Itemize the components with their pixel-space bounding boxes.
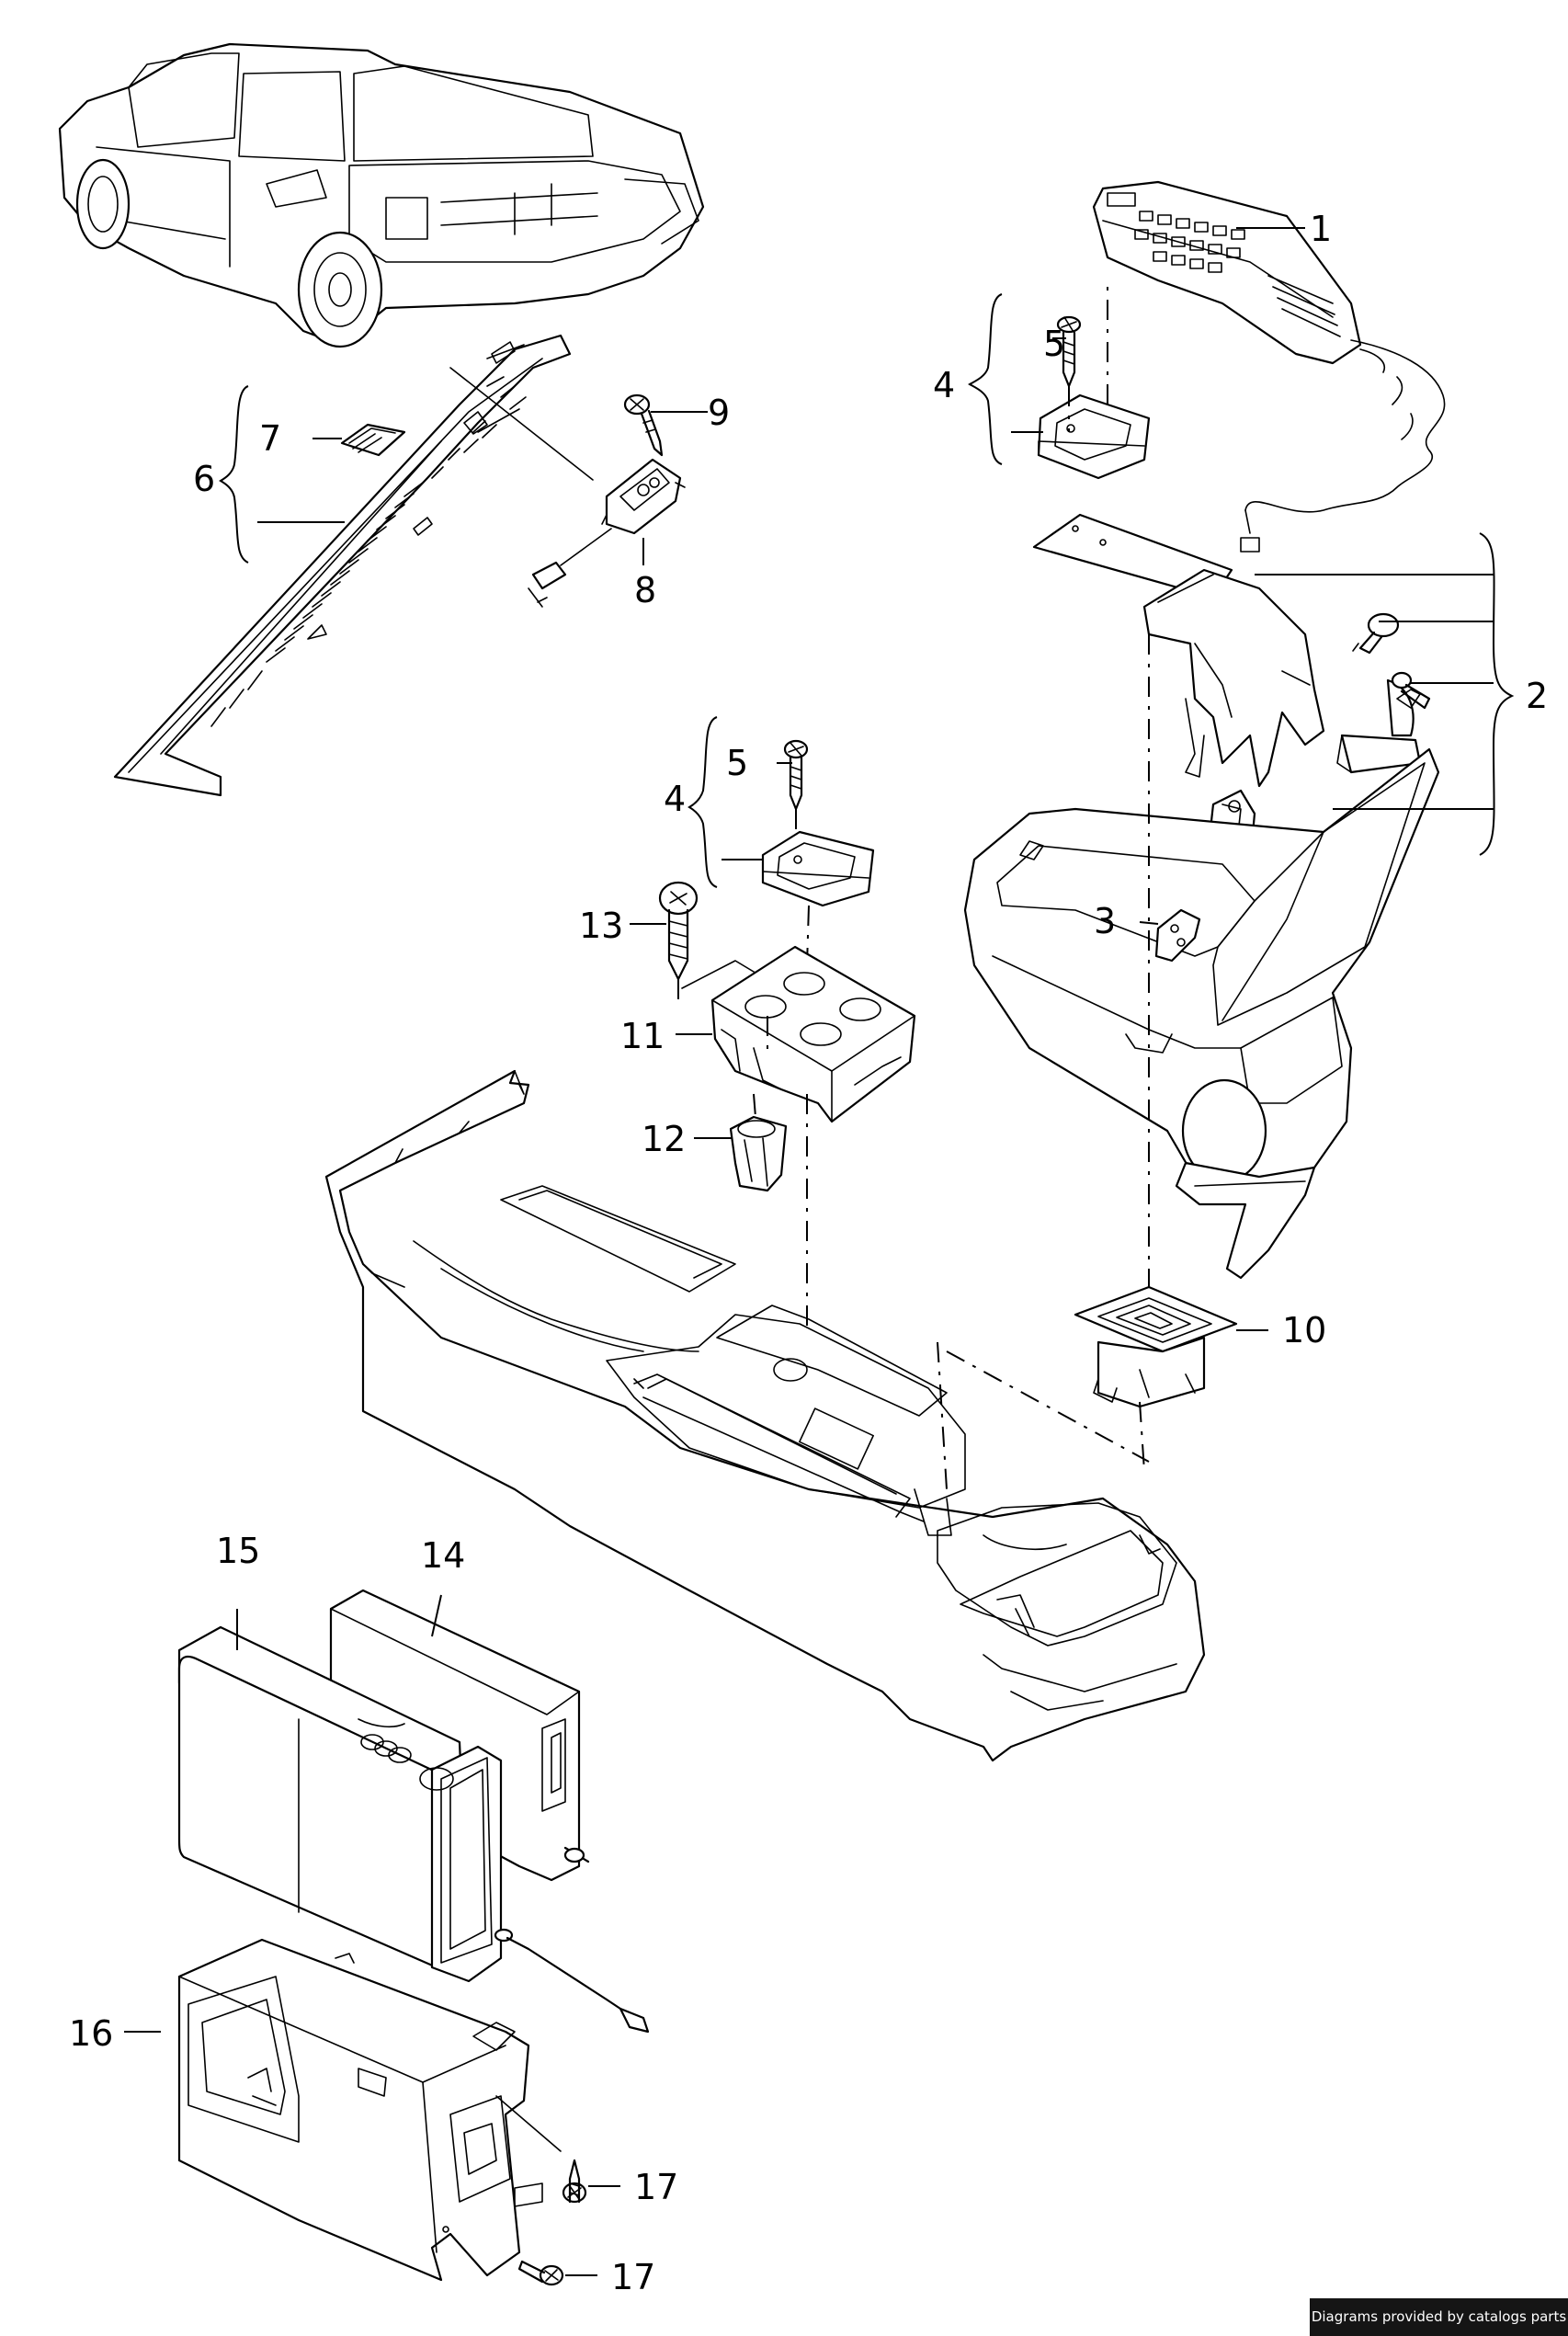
- callout-16: 16: [69, 2013, 113, 2054]
- callout-7: 7: [259, 418, 281, 459]
- callout-8: 8: [634, 570, 656, 610]
- guide-line-13: [681, 960, 759, 989]
- callout-15: 15: [216, 1531, 260, 1571]
- axis-console-2: [946, 1350, 1150, 1463]
- bracket-part-4-upper: [1037, 393, 1151, 480]
- handset-part-1: [1092, 180, 1446, 553]
- bracket-part-4-middle: [761, 830, 875, 966]
- car-illustration: [58, 42, 705, 348]
- cover-part-7: [340, 423, 406, 457]
- clip-part-3: [1154, 908, 1201, 963]
- guide-line-8: [449, 367, 594, 481]
- clip-part-12: [729, 1093, 788, 1192]
- callout-12: 12: [642, 1119, 686, 1159]
- module-part-15: [177, 1625, 650, 2034]
- callout-numbers: 1 2 3 4 5 6 7 8 9 10 11 12 13 14 15 16 1…: [69, 209, 1548, 2297]
- callout-3: 3: [1094, 901, 1116, 941]
- cupholder-part-11: [710, 945, 916, 1123]
- callout-13: 13: [579, 906, 623, 946]
- screw-part-2b: [1391, 671, 1431, 710]
- screw-part-2a: [1352, 612, 1400, 655]
- callout-5-middle: 5: [726, 743, 748, 783]
- pillar-trim-part-6: [113, 334, 572, 797]
- callout-leaders: [124, 227, 1515, 2276]
- guide-line-17: [495, 2095, 562, 2152]
- screw-part-9: [623, 393, 664, 457]
- screw-part-5-upper: [1056, 285, 1108, 432]
- screw-part-17-lower: [517, 2260, 564, 2286]
- armrest-console: [963, 747, 1440, 1280]
- screw-part-13: [658, 881, 699, 1002]
- callout-14: 14: [421, 1535, 465, 1576]
- callout-17-lower: 17: [611, 2257, 655, 2297]
- callout-11: 11: [620, 1016, 665, 1056]
- guide-line-6: [486, 344, 525, 359]
- axis-console-1: [937, 1341, 948, 1490]
- callout-1: 1: [1310, 209, 1332, 249]
- screw-part-5-middle: [783, 739, 809, 855]
- credit-banner: Diagrams provided by catalogs parts: [1310, 2298, 1568, 2336]
- callout-17-upper: 17: [634, 2167, 678, 2207]
- callout-2: 2: [1526, 676, 1548, 716]
- callout-5-upper: 5: [1043, 324, 1065, 364]
- callout-6: 6: [193, 459, 215, 499]
- center-console: [324, 1069, 1206, 1762]
- callout-4-upper: 4: [933, 365, 955, 405]
- callout-10: 10: [1282, 1310, 1326, 1350]
- bracket-part-16: [177, 1938, 543, 2282]
- switch-part-8: [528, 458, 686, 608]
- callout-4-middle: 4: [664, 779, 686, 819]
- screw-part-17-upper: [562, 2159, 587, 2204]
- base-part-10: [1074, 1285, 1238, 1472]
- callout-9: 9: [708, 393, 730, 433]
